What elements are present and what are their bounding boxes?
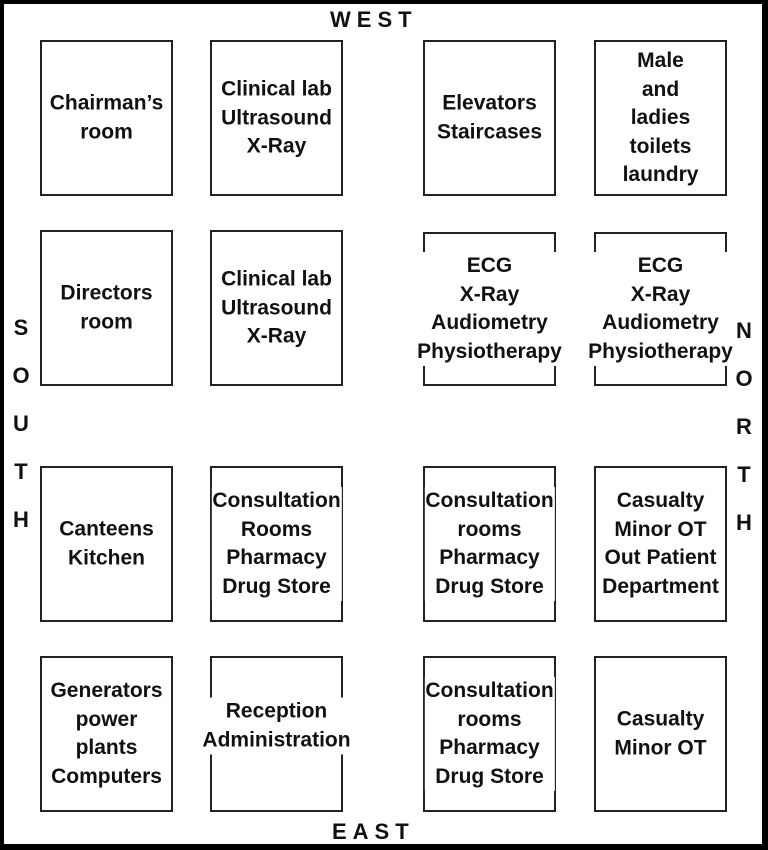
room-label: Clinical lab Ultrasound X-Ray (220, 265, 333, 351)
room-label-line: and (641, 77, 680, 101)
room-label-line: Audiometry (602, 311, 719, 334)
room-label: Casualty Minor OT (613, 705, 708, 763)
room-chairmans-room: Chairman’s room (40, 40, 173, 196)
room-label-line: Minor OT (614, 517, 707, 541)
room-label-line: Directors (60, 281, 153, 305)
room-label-line: ECG (637, 254, 684, 277)
room-label-line: power (75, 707, 138, 731)
compass-letter: H (736, 510, 752, 535)
room-label-line: Casualty (616, 489, 705, 512)
room-label: Elevators Staircases (435, 89, 544, 147)
room-toilets-laundry: Male and ladies toilets laundry (594, 40, 727, 196)
room-label-line: Drug Store (222, 574, 331, 598)
room-label-line: toilets (629, 134, 692, 158)
room-consultation-2: Consultation rooms Pharmacy Drug Store (423, 466, 556, 622)
room-label-line: room (80, 120, 133, 143)
room-label-line: Pharmacy (226, 546, 327, 569)
room-label-line: laundry (622, 162, 699, 186)
room-elevators: Elevators Staircases (423, 40, 556, 196)
room-reception: Reception Administration (201, 656, 352, 812)
room-label-line: Male (637, 48, 684, 72)
room-label-line: Canteens (59, 517, 154, 541)
compass-letter: N (736, 318, 752, 343)
room-label-line: Audiometry (431, 311, 548, 334)
room-directors-room: Directors room (40, 230, 173, 386)
room-label: Directors room (59, 279, 154, 337)
room-label: Consultation Rooms Pharmacy Drug Store (211, 487, 342, 601)
room-consultation-3: Consultation rooms Pharmacy Drug Store (423, 656, 556, 812)
room-label-line: X-Ray (246, 134, 307, 158)
room-label-line: Kitchen (67, 546, 145, 569)
room-label-line: Generators (50, 679, 163, 702)
room-generators: Generators power plants Computers (40, 656, 173, 812)
room-label-line: Clinical lab (221, 267, 332, 291)
room-label-line: Chairman’s (49, 91, 164, 115)
compass-letter: R (736, 414, 752, 439)
room-label-line: Department (602, 574, 719, 598)
room-consultation-1: Consultation Rooms Pharmacy Drug Store (210, 466, 343, 622)
room-label-line: Consultation (212, 489, 341, 512)
compass-letter: O (12, 363, 30, 388)
room-label: ECG X-Ray Audiometry Physiotherapy (416, 252, 563, 366)
room-label-line: Consultation (425, 679, 554, 702)
compass-letter: T (14, 459, 28, 484)
compass-letter: S (13, 315, 29, 340)
room-label-line: Drug Store (435, 574, 544, 598)
room-ecg-1: ECG X-Ray Audiometry Physiotherapy (416, 232, 563, 386)
room-label-line: Elevators (442, 91, 537, 115)
compass-letter: U (13, 411, 29, 436)
room-label-line: Pharmacy (439, 736, 540, 759)
compass-letter: T (737, 462, 751, 487)
room-label-line: room (80, 310, 133, 333)
room-label: Male and ladies toilets laundry (621, 46, 700, 190)
room-label: Clinical lab Ultrasound X-Ray (220, 75, 333, 161)
room-label-line: Computers (51, 764, 162, 788)
room-casualty-opd: Casualty Minor OT Out Patient Department (594, 466, 727, 622)
room-label-line: rooms (457, 707, 522, 731)
room-label: Casualty Minor OT Out Patient Department (601, 487, 720, 601)
room-label-line: plants (75, 736, 138, 759)
room-clinical-lab-1: Clinical lab Ultrasound X-Ray (210, 40, 343, 196)
room-label: Canteens Kitchen (58, 515, 155, 573)
room-label-line: Minor OT (614, 736, 707, 759)
room-label-line: Staircases (436, 120, 543, 143)
room-label: Generators power plants Computers (49, 677, 164, 791)
room-label-line: Ultrasound (221, 295, 332, 319)
room-label-line: Rooms (240, 517, 313, 541)
room-clinical-lab-2: Clinical lab Ultrasound X-Ray (210, 230, 343, 386)
floor-plan: WEST EAST S O U T H N O R T H Chairman’s… (4, 4, 762, 844)
room-label-line: Physiotherapy (588, 339, 733, 363)
room-label-line: ladies (630, 105, 691, 129)
room-label: Consultation rooms Pharmacy Drug Store (424, 677, 555, 791)
room-label-line: Consultation (425, 489, 554, 512)
room-label-line: Clinical lab (221, 77, 332, 101)
compass-letter: H (13, 507, 29, 532)
room-label-line: Physiotherapy (417, 339, 562, 363)
room-label-line: ECG (466, 254, 513, 277)
compass-south-label: S O U T H (8, 304, 34, 544)
compass-north-label: N O R T H (731, 307, 757, 547)
room-label: Reception Administration (201, 697, 352, 755)
room-label-line: Reception (225, 699, 328, 723)
compass-letter: O (735, 366, 753, 391)
room-ecg-2: ECG X-Ray Audiometry Physiotherapy (587, 232, 734, 386)
room-label-line: Drug Store (435, 764, 544, 788)
room-label-line: Out Patient (604, 546, 717, 569)
room-label-line: Casualty (616, 707, 705, 731)
room-label-line: Pharmacy (439, 546, 540, 569)
room-casualty-minor-ot: Casualty Minor OT (594, 656, 727, 812)
room-label-line: rooms (457, 517, 522, 541)
compass-east-label: EAST (332, 819, 415, 844)
room-label-line: Administration (202, 728, 351, 752)
room-label: ECG X-Ray Audiometry Physiotherapy (587, 252, 734, 366)
room-label: Consultation rooms Pharmacy Drug Store (424, 487, 555, 601)
room-label-line: X-Ray (246, 324, 307, 348)
room-canteens-kitchen: Canteens Kitchen (40, 466, 173, 622)
room-label: Chairman’s room (48, 89, 165, 147)
compass-west-label: WEST (330, 7, 418, 32)
room-label-line: Ultrasound (221, 105, 332, 129)
room-label-line: X-Ray (459, 282, 520, 306)
room-label-line: X-Ray (630, 282, 691, 306)
